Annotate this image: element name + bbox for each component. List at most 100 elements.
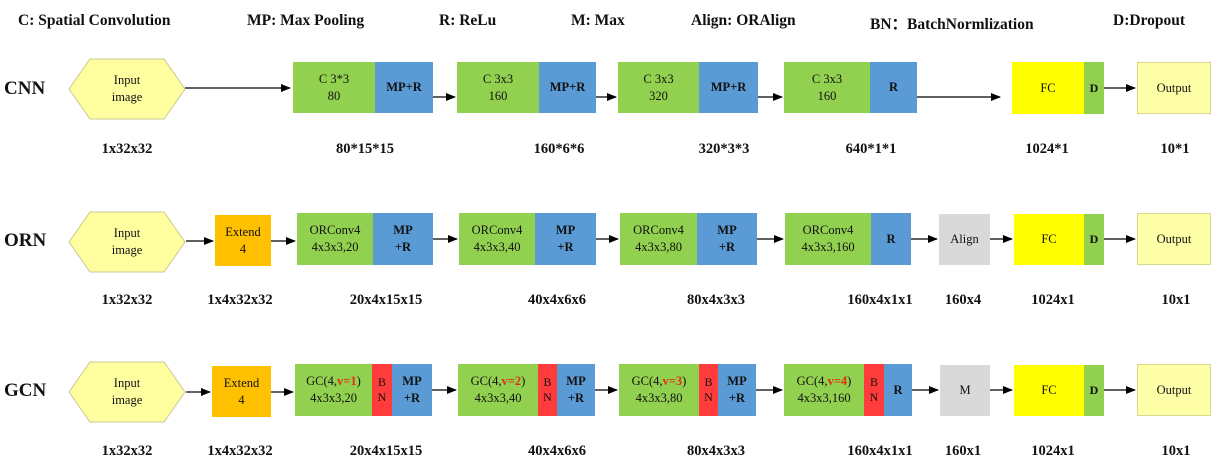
orn-align-block: Align <box>939 214 990 265</box>
row-label-gcn: GCN <box>4 380 47 401</box>
mp-label: MP <box>727 374 747 388</box>
conv-label: ORConv4 <box>802 223 854 237</box>
cnn-mpr3-block: MP+R <box>699 62 758 113</box>
gcn-max-block: M <box>940 365 990 416</box>
gcn-size-label: 1024x1 <box>1031 443 1075 459</box>
gc-label-line1: GC(4,v=2) <box>470 374 526 388</box>
conv-label: ORConv4 <box>309 223 361 237</box>
gcn-gc4-block: GC(4,v=4) 4x3x3,160 <box>784 364 864 416</box>
extend-factor: 4 <box>239 241 247 256</box>
orientation-index: v=1 <box>337 374 357 388</box>
orn-conv2-block: ORConv4 4x3x3,40 <box>459 213 535 265</box>
relu-label: +R <box>394 240 412 254</box>
cnn-conv2-block: C 3x3 160 <box>457 62 539 113</box>
orn-size-label: 1x32x32 <box>101 292 153 308</box>
gcn-gc1-block: GC(4,v=1) 4x3x3,20 <box>295 364 372 416</box>
row-label-cnn: CNN <box>4 78 46 99</box>
hexagon-shape <box>68 361 186 423</box>
mp-label: MP <box>402 374 422 388</box>
extend-factor: 4 <box>238 392 245 407</box>
orn-mpr3-block: MP+R <box>697 213 757 265</box>
cnn-mpr1-block: MP+R <box>375 62 433 113</box>
conv-label: C 3x3 <box>482 71 514 86</box>
hexagon-shape <box>68 58 186 120</box>
conv-label: C 3*3 <box>318 71 350 86</box>
legend-relu: R: ReLu <box>439 12 497 29</box>
input-label-line2: image <box>111 393 143 407</box>
gcn-size-label: 160x1 <box>944 443 982 459</box>
gcn-relu-block: R <box>884 364 912 416</box>
gcn-size-label: 10x1 <box>1161 443 1191 459</box>
cnn-mpr2-block: MP+R <box>539 62 596 113</box>
relu-label: +R <box>567 391 585 405</box>
orn-size-label: 20x4x15x15 <box>349 292 423 308</box>
orn-size-label: 40x4x6x6 <box>528 292 586 308</box>
cnn-size-label: 640*1*1 <box>845 141 897 157</box>
relu-label: +R <box>403 391 421 405</box>
gcn-size-label: 1x32x32 <box>101 443 153 459</box>
legend-batchnorm: BN：BatchNormlization <box>870 16 1034 33</box>
cnn-fc-block: FC <box>1012 62 1084 114</box>
mp-label: MP <box>393 223 413 237</box>
gc-label-line1: GC(4,v=1) <box>306 374 361 388</box>
orn-size-label: 160x4 <box>944 292 982 308</box>
orn-dropout-block: D <box>1084 214 1104 265</box>
conv-params: 4x3x3,20 <box>311 240 359 254</box>
gcn-gc3-block: GC(4,v=3) 4x3x3,80 <box>619 364 699 416</box>
gcn-fc-block: FC <box>1014 365 1084 416</box>
orn-output-block: Output <box>1137 213 1211 265</box>
legend-dropout: D:Dropout <box>1113 12 1186 29</box>
orn-size-label: 10x1 <box>1161 292 1191 308</box>
orn-conv1-block: ORConv4 4x3x3,20 <box>297 213 373 265</box>
cnn-conv3-block: C 3x3 320 <box>618 62 699 113</box>
gcn-mpr1-block: MP +R <box>392 364 432 416</box>
legend-max-pooling: MP: Max Pooling <box>247 12 365 29</box>
input-label-line2: image <box>111 243 143 257</box>
orn-size-label: 1024x1 <box>1031 292 1075 308</box>
relu-label: +R <box>557 240 574 254</box>
gc-label-line1: GC(4,v=3) <box>631 374 687 388</box>
orn-mpr1-block: MP +R <box>373 213 433 265</box>
cnn-relu-block: R <box>870 62 917 113</box>
cnn-dropout-block: D <box>1084 62 1104 114</box>
conv-label: C 3x3 <box>643 71 674 86</box>
row-label-orn: ORN <box>4 230 47 251</box>
input-label-line1: Input <box>113 376 141 390</box>
mp-label: MP <box>566 374 586 388</box>
orn-extend-block: Extend 4 <box>215 215 271 266</box>
input-label-line2: image <box>111 90 143 104</box>
input-label-line1: Input <box>113 73 141 87</box>
cnn-size-label: 320*3*3 <box>698 141 750 157</box>
gcn-input-node: Input image <box>68 361 186 423</box>
gcn-size-label: 1x4x32x32 <box>207 443 273 459</box>
cnn-size-label: 1x32x32 <box>101 141 153 157</box>
cnn-conv1-block: C 3*3 80 <box>293 62 375 113</box>
cnn-input-node: Input image <box>68 58 186 120</box>
orn-input-node: Input image <box>68 211 186 273</box>
conv-params: 4x3x3,40 <box>473 240 521 254</box>
conv-channels: 80 <box>327 88 341 103</box>
gcn-size-label: 20x4x15x15 <box>349 443 423 459</box>
conv-label: ORConv4 <box>633 223 684 237</box>
orn-mpr2-block: MP+R <box>535 213 596 265</box>
input-label-line1: Input <box>113 226 141 240</box>
conv-channels: 160 <box>488 88 508 103</box>
extend-label: Extend <box>225 224 261 239</box>
gc-params: 4x3x3,160 <box>797 391 851 405</box>
gcn-size-label: 80x4x3x3 <box>687 443 745 459</box>
conv-channels: 160 <box>817 88 837 103</box>
legend-conv: C: Spatial Convolution <box>18 12 171 29</box>
conv-channels: 320 <box>649 88 668 103</box>
relu-label: +R <box>718 240 736 254</box>
conv-label: ORConv4 <box>471 223 523 237</box>
cnn-output-block: Output <box>1137 62 1211 114</box>
legend-max: M: Max <box>571 12 625 29</box>
